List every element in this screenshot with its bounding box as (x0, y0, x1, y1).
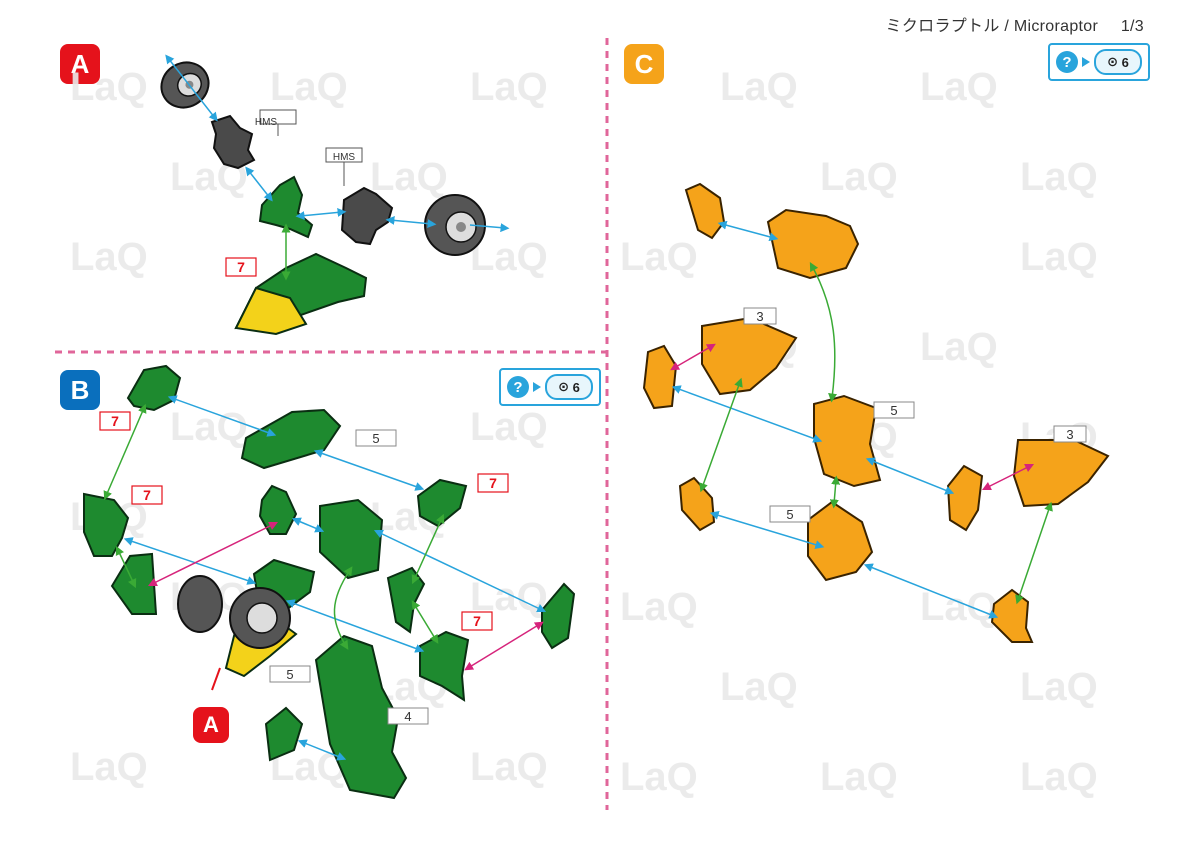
hms-label: HMS (333, 152, 356, 163)
hint-box-b[interactable]: ? ⊙ 6 (499, 368, 601, 406)
piece-count-5: 5 (890, 403, 897, 418)
green-piece (240, 408, 342, 470)
question-icon: ? (1056, 51, 1078, 73)
hint-piece-count: ⊙ 6 (1094, 49, 1142, 75)
green-connector-part (258, 175, 314, 239)
piece-count-7: 7 (489, 475, 497, 491)
piece-count-3: 3 (1066, 427, 1073, 442)
hms-pin-icon (325, 147, 363, 186)
step-c-parts (642, 182, 1110, 643)
piece-count-7: 7 (237, 259, 245, 275)
piece-count-7: 7 (143, 487, 151, 503)
orange-piece (946, 464, 984, 532)
question-icon: ? (507, 376, 529, 398)
piece-count-7: 7 (111, 413, 119, 429)
page-title: ミクロラプトル / Microraptor (885, 18, 1099, 35)
hint-box-c[interactable]: ? ⊙ 6 (1048, 43, 1150, 81)
watermark-logos (70, 65, 1098, 799)
yellow-plate-part (234, 286, 308, 336)
axle-hub-part (210, 114, 256, 170)
wheel-part (160, 61, 210, 109)
piece-count-3: 3 (756, 309, 763, 324)
step-a-parts (160, 54, 510, 336)
step-c-badge: C (624, 44, 664, 84)
green-piece (419, 630, 470, 702)
orange-piece (990, 588, 1034, 643)
page-header: ミクロラプトル / Microraptor 1/3 (868, 12, 1144, 36)
hms-pin-icon (259, 109, 297, 136)
piece-count-7: 7 (473, 613, 481, 629)
axle-right-part (340, 186, 394, 246)
hms-label: HMS (255, 117, 278, 128)
green-piece (126, 364, 182, 412)
arrow-icon (1082, 57, 1090, 67)
piece-count-icon (99, 411, 509, 725)
piece-count-icon (743, 307, 1087, 523)
green-piece (386, 566, 426, 634)
piece-count-icon (225, 257, 257, 277)
step-b-badge: B (60, 370, 100, 410)
orange-piece (1012, 439, 1110, 508)
orange-piece (766, 208, 860, 280)
green-piece (258, 484, 298, 535)
step-a-reference-badge: A (193, 707, 229, 743)
orange-piece (684, 182, 726, 240)
hint-piece-count: ⊙ 6 (545, 374, 593, 400)
page-number: 1/3 (1120, 18, 1144, 35)
orange-piece (642, 344, 678, 410)
piece-count-5: 5 (286, 667, 293, 682)
piece-count-5: 5 (372, 431, 379, 446)
piece-count-5: 5 (786, 507, 793, 522)
piece-count-4: 4 (404, 709, 411, 724)
wheel-part (177, 575, 223, 633)
arrow-icon (533, 382, 541, 392)
green-cross-piece (319, 498, 384, 580)
orange-piece (807, 500, 874, 582)
green-piece (264, 706, 304, 762)
step-b-parts (83, 364, 576, 800)
orange-piece (813, 394, 882, 488)
orange-piece (678, 476, 716, 532)
